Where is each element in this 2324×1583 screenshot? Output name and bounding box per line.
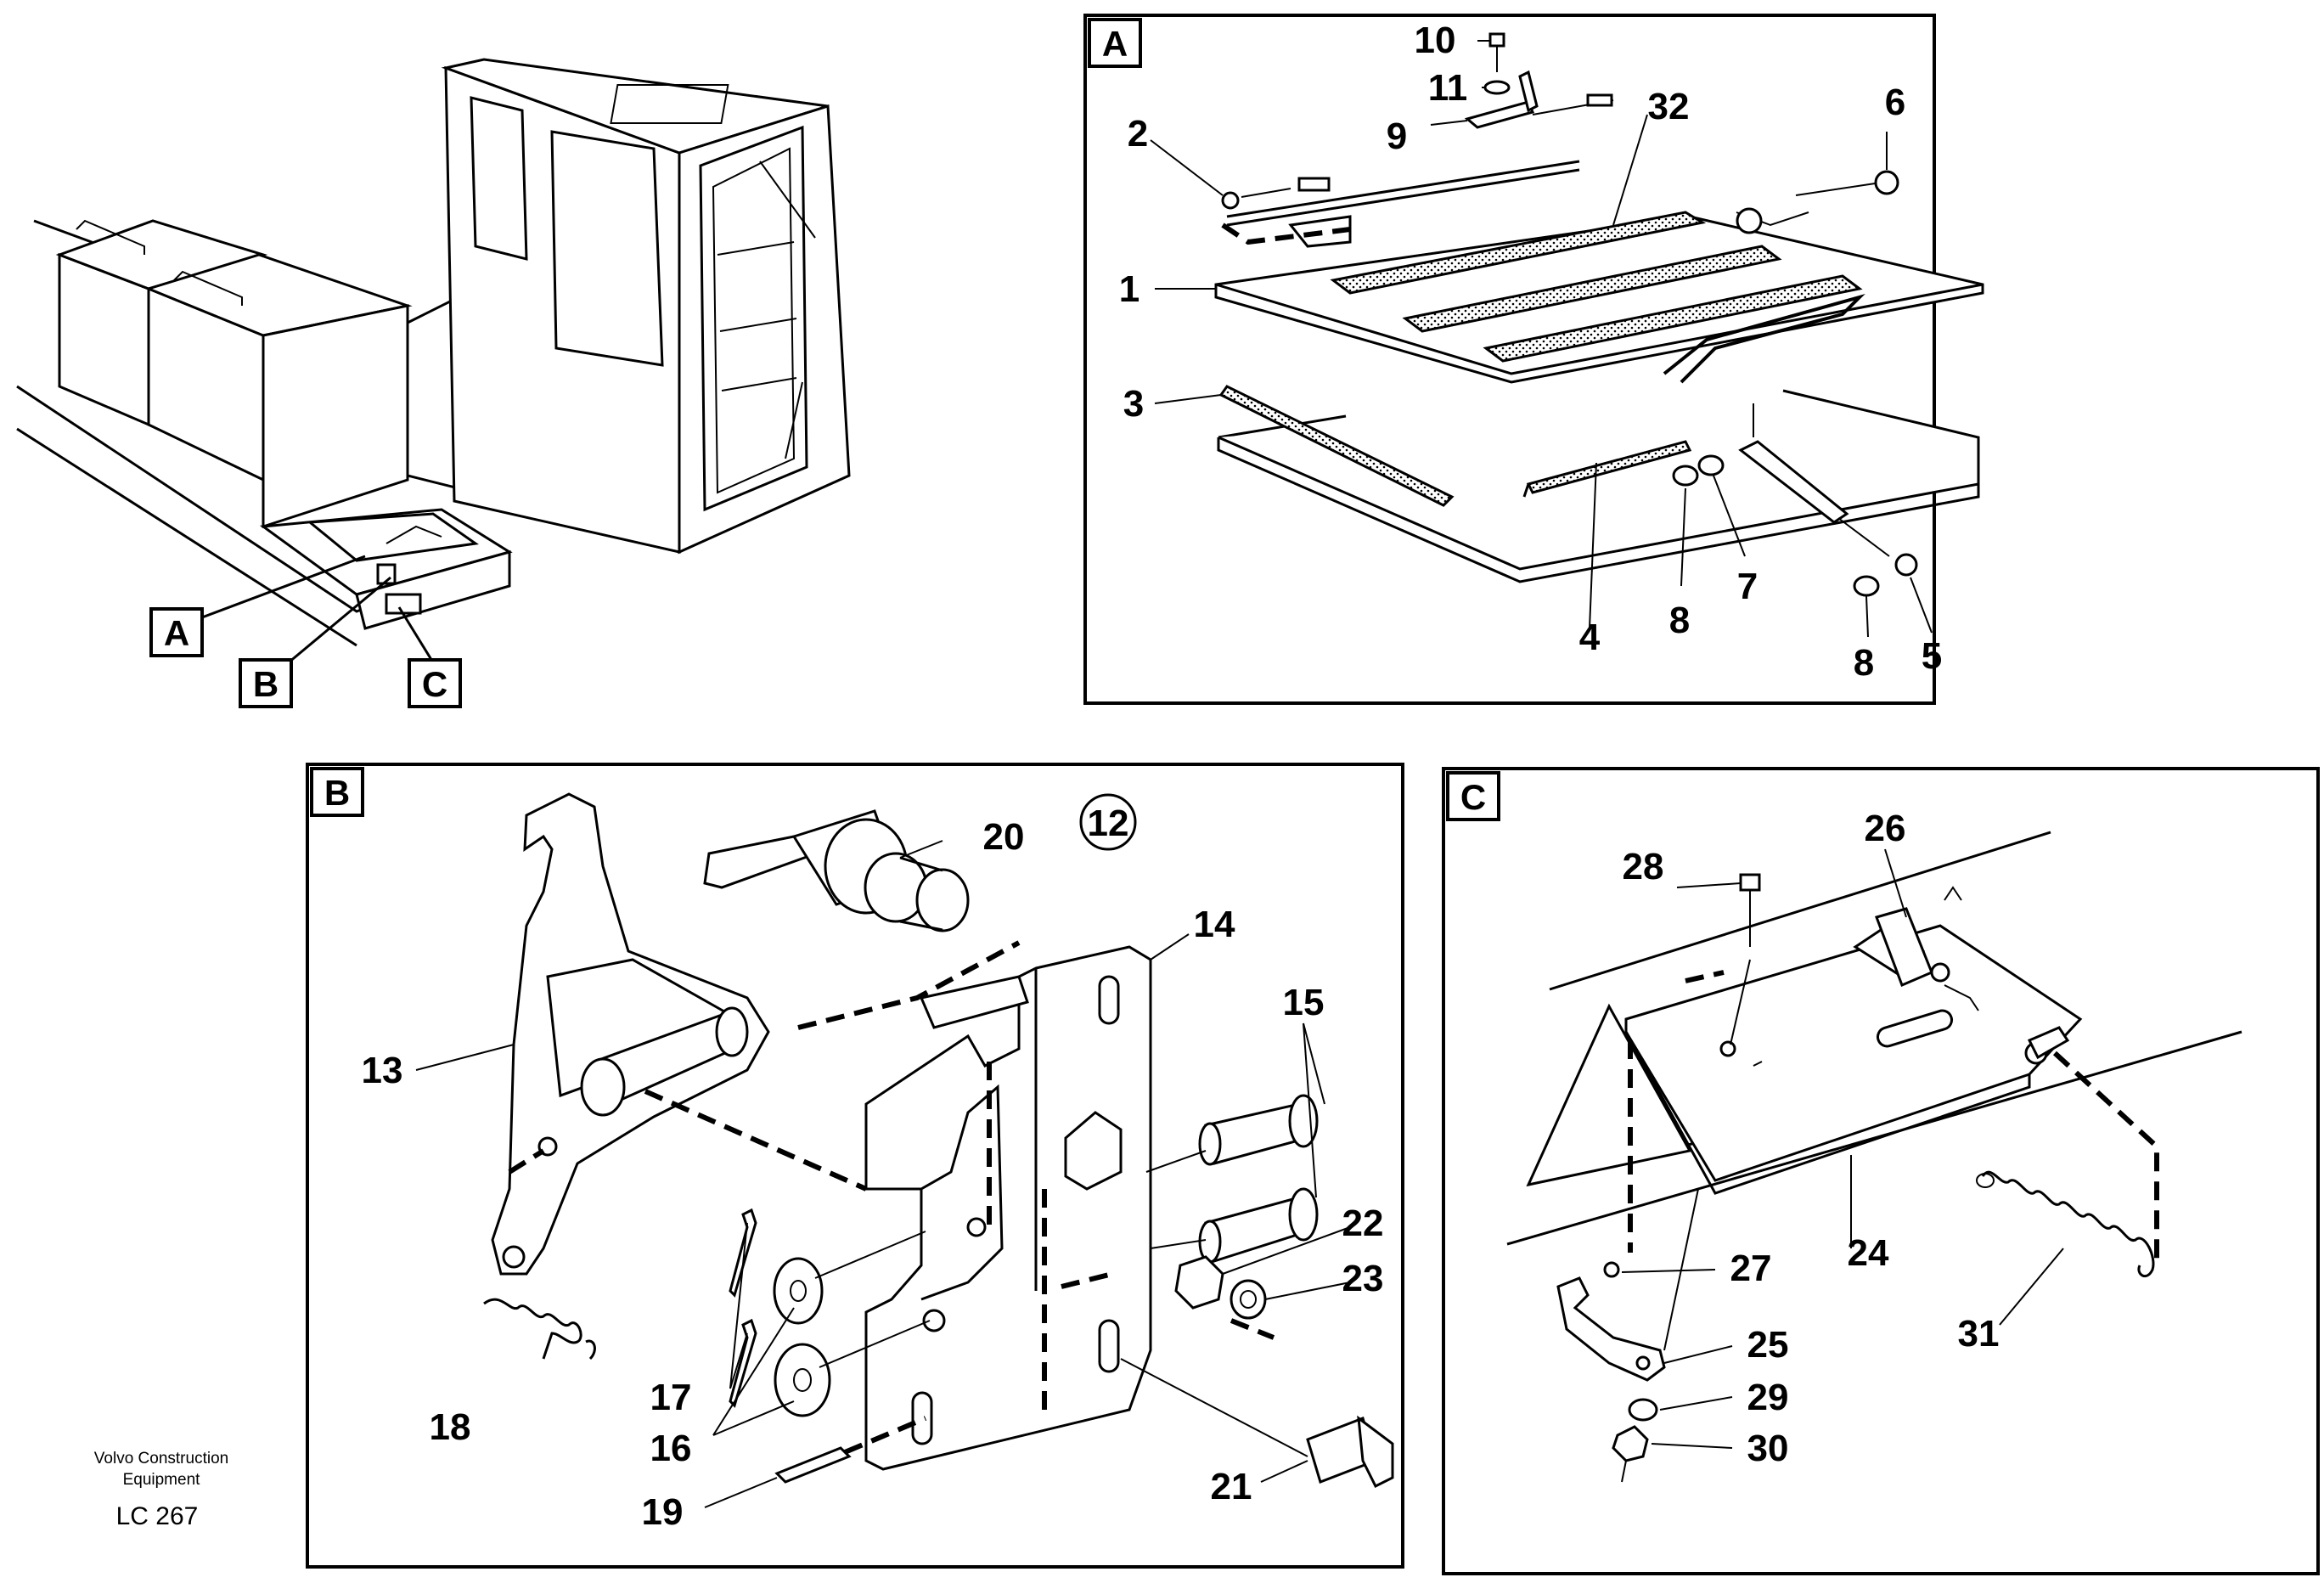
- callout-8-a: 8: [1669, 600, 1690, 641]
- callout-18: 18: [430, 1406, 471, 1448]
- callout-25: 25: [1747, 1324, 1789, 1366]
- overview-tag-b-label: B: [253, 664, 279, 704]
- callout-2: 2: [1128, 113, 1148, 155]
- callout-19: 19: [642, 1491, 684, 1533]
- callout-31: 31: [1958, 1313, 2000, 1355]
- spring-31: [1981, 1170, 2155, 1278]
- reference-circle-12: [1079, 793, 1137, 851]
- callout-7: 7: [1737, 566, 1758, 607]
- callout-3: 3: [1123, 383, 1144, 425]
- callout-16: 16: [650, 1428, 692, 1469]
- callout-13: 13: [362, 1050, 403, 1091]
- callout-20: 20: [983, 816, 1025, 858]
- callout-24: 24: [1848, 1232, 1889, 1274]
- drawing-code: LC 267: [116, 1502, 199, 1530]
- callout-11: 11: [1428, 67, 1468, 109]
- callout-10: 10: [1415, 20, 1456, 61]
- callout-1: 1: [1119, 268, 1139, 310]
- panel-a-frame: [1083, 14, 1936, 705]
- callout-21: 21: [1211, 1466, 1252, 1507]
- caption-line-2: Equipment: [123, 1471, 201, 1489]
- seal-strip-3: [1218, 385, 1455, 507]
- caption-line-1: Volvo Construction: [94, 1450, 228, 1468]
- callout-28: 28: [1623, 846, 1664, 887]
- panel-c-frame: [1442, 767, 2320, 1575]
- panel-c-tag: [1446, 771, 1500, 821]
- overview-tag-a: A: [149, 607, 204, 657]
- panel-b: B 12: [306, 763, 1404, 1569]
- callout-26: 26: [1865, 808, 1906, 849]
- machine-overview: [16, 58, 851, 664]
- callout-23: 23: [1342, 1258, 1384, 1299]
- spring-18: [483, 1298, 596, 1360]
- latch-bracket-14: [864, 945, 1152, 1471]
- panel-a: A: [1083, 14, 1984, 705]
- callout-27: 27: [1730, 1248, 1772, 1289]
- callout-6: 6: [1885, 82, 1905, 123]
- callout-14: 14: [1194, 904, 1235, 945]
- grit-strip-1: [1330, 211, 1707, 295]
- overview-tag-c-label: C: [422, 664, 447, 704]
- reference-12: 12: [1088, 803, 1129, 844]
- callout-17: 17: [650, 1377, 692, 1418]
- grit-strip-2: [1402, 245, 1782, 333]
- panel-a-tag-label: A: [1102, 24, 1128, 64]
- callout-29: 29: [1747, 1377, 1789, 1418]
- overview-tag-a-label: A: [164, 613, 189, 653]
- publisher-caption: Volvo Construction Equipment LC 267: [94, 1450, 228, 1530]
- callout-8-b: 8: [1854, 642, 1874, 684]
- callout-32: 32: [1648, 86, 1690, 127]
- callout-30: 30: [1747, 1428, 1789, 1469]
- panel-c: C: [1442, 767, 2320, 1575]
- grit-strip-3: [1483, 274, 1863, 363]
- panel-b-frame: [306, 763, 1404, 1569]
- overview-tag-b: B: [239, 658, 293, 708]
- callout-4: 4: [1579, 617, 1601, 658]
- lever-25: [1556, 1276, 1666, 1382]
- callout-22: 22: [1342, 1203, 1384, 1244]
- callout-9: 9: [1387, 115, 1407, 157]
- lever-plate-13: [491, 792, 770, 1276]
- seal-strip-4: [1526, 440, 1692, 494]
- panel-b-tag: [310, 767, 364, 817]
- panel-a-tag: [1088, 18, 1142, 68]
- overview-tag-c: C: [408, 658, 462, 708]
- step-plate-24: [1624, 924, 2083, 1182]
- panel-b-tag-label: B: [324, 773, 350, 813]
- callout-5: 5: [1922, 635, 1942, 677]
- panel-c-tag-label: C: [1460, 777, 1486, 817]
- callout-15: 15: [1283, 982, 1325, 1023]
